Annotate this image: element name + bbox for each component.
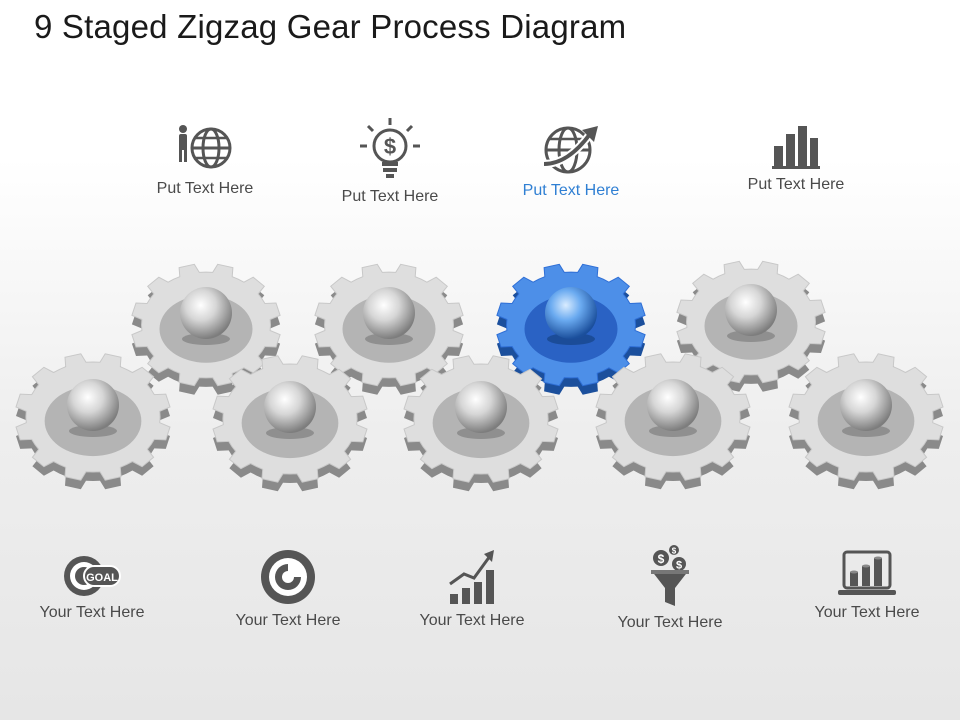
stage-label: Put Text Here	[341, 188, 439, 205]
money-funnel-icon: $ $ $	[651, 545, 689, 606]
stage-label: Put Text Here	[747, 176, 845, 193]
stage-bottom-2: Your Text Here	[198, 548, 378, 630]
gear-highlighted	[496, 263, 646, 395]
stage-bottom-5: Your Text Here	[777, 550, 957, 622]
growth-chart-icon	[449, 550, 494, 604]
gear-ball	[725, 284, 777, 336]
stage-label: Your Text Here	[617, 614, 723, 631]
svg-text:$: $	[384, 134, 396, 159]
gear-ball	[180, 287, 232, 339]
svg-text:$: $	[672, 547, 677, 556]
stage-bottom-1: GOAL Your Text Here	[2, 554, 182, 622]
stage-bottom-3: Your Text Here	[382, 548, 562, 630]
goal-badge-text: GOAL	[86, 572, 118, 584]
donut-chart-icon	[261, 550, 315, 604]
gear-ball	[545, 287, 597, 339]
stage-label: Your Text Here	[235, 612, 341, 629]
bar-chart-icon	[772, 126, 820, 169]
gear	[595, 353, 751, 490]
gear	[15, 353, 171, 490]
svg-text:$: $	[658, 552, 665, 566]
stage-label: Put Text Here	[522, 182, 620, 199]
gear-ball	[840, 379, 892, 431]
gear-ball	[363, 287, 415, 339]
gear	[314, 263, 464, 395]
stage-bottom-4: $ $ $ Your Text Here	[580, 544, 760, 632]
goal-target-icon: GOAL	[64, 556, 121, 596]
stage-top-1: Put Text Here	[115, 118, 295, 198]
lightbulb-dollar-icon: $	[360, 118, 420, 178]
laptop-chart-icon	[838, 550, 896, 595]
stage-label: Your Text Here	[419, 612, 525, 629]
page-title: 9 Staged Zigzag Gear Process Diagram	[34, 8, 627, 45]
stage-top-4: Put Text Here	[706, 120, 886, 194]
svg-text:$: $	[676, 560, 682, 572]
globe-person-icon	[179, 125, 232, 169]
gear-ball	[264, 381, 316, 433]
gear	[788, 353, 944, 490]
globe-arrow-icon	[543, 126, 598, 174]
stage-top-2: $ Put Text Here	[300, 116, 480, 206]
gear	[676, 260, 826, 392]
stage-label: Your Text Here	[814, 604, 920, 621]
gear	[131, 263, 281, 395]
gear	[212, 355, 368, 492]
stage-label: Put Text Here	[156, 180, 254, 197]
gear-ball	[67, 379, 119, 431]
stage-top-3: Put Text Here	[481, 120, 661, 200]
gear-ball	[647, 379, 699, 431]
gear	[403, 355, 559, 492]
gear-ball	[455, 381, 507, 433]
stage-label: Your Text Here	[39, 604, 145, 621]
